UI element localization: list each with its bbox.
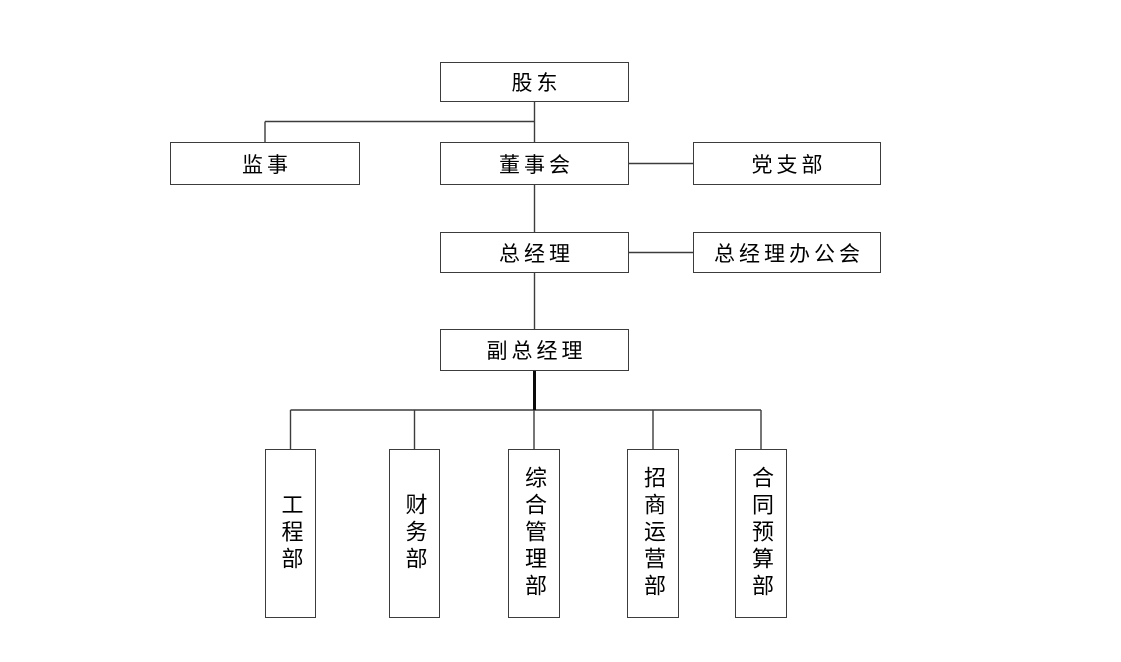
node-shareholders: 股东 [440, 62, 629, 102]
node-party-branch: 党支部 [693, 142, 881, 185]
node-general-management-department-label: 综合管理部 [522, 466, 547, 601]
node-shareholders-label: 股东 [511, 72, 562, 95]
node-general-management-department: 综合管理部 [508, 449, 560, 618]
node-deputy-general-manager-label: 副总经理 [486, 340, 587, 363]
node-party-branch-label: 党支部 [751, 153, 827, 177]
node-general-manager-label: 总经理 [499, 242, 574, 266]
node-supervisor: 监事 [170, 142, 360, 185]
node-investment-operations-department-label: 招商运营部 [641, 466, 666, 601]
node-finance-department-label: 财务部 [402, 493, 428, 574]
node-engineering-department: 工程部 [265, 449, 316, 618]
node-general-manager: 总经理 [440, 232, 629, 273]
node-gm-office-meeting-label: 总经理办公会 [714, 242, 864, 266]
node-finance-department: 财务部 [389, 449, 440, 618]
node-board-of-directors-label: 董事会 [499, 153, 574, 177]
node-investment-operations-department: 招商运营部 [627, 449, 679, 618]
node-engineering-department-label: 工程部 [278, 493, 304, 574]
node-board-of-directors: 董事会 [440, 142, 629, 185]
node-contract-budget-department: 合同预算部 [735, 449, 787, 618]
node-supervisor-label: 监事 [242, 153, 292, 177]
node-deputy-general-manager: 副总经理 [440, 329, 629, 371]
node-contract-budget-department-label: 合同预算部 [749, 466, 774, 601]
node-gm-office-meeting: 总经理办公会 [693, 232, 881, 273]
